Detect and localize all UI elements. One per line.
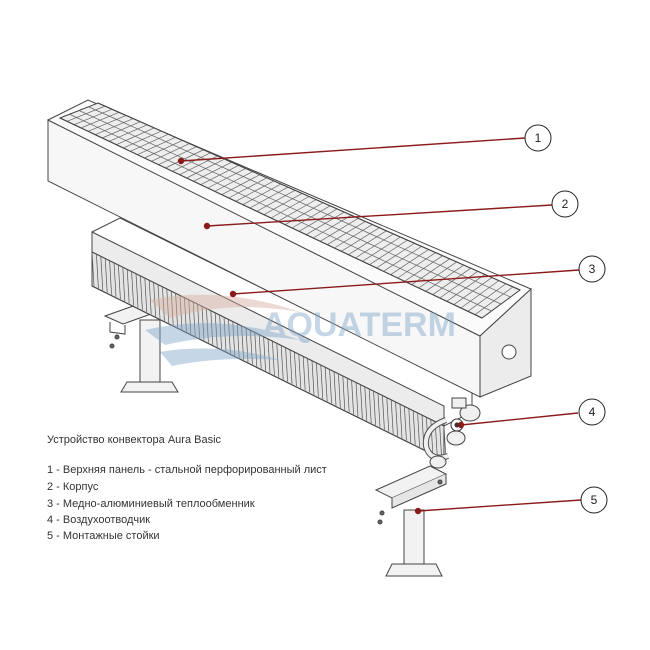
callout-4: 4 — [578, 398, 606, 426]
housing-side-opening — [501, 344, 517, 360]
callout-2: 2 — [551, 190, 579, 218]
callout-1: 1 — [524, 124, 552, 152]
callout-5-number: 5 — [591, 493, 598, 507]
grille-slots — [66, 105, 514, 315]
watermark-logo: AQUATERM — [145, 294, 456, 366]
caption-item-2: 2 - Корпус — [47, 481, 99, 493]
caption-item-5: 5 - Монтажные стойки — [47, 530, 160, 542]
callout-4-number: 4 — [589, 405, 596, 419]
top-grille — [58, 102, 521, 319]
caption-title: Устройство конвектора Aura Basic — [47, 434, 222, 446]
watermark-text: AQUATERM — [262, 306, 456, 344]
caption-item-1: 1 - Верхняя панель - стальной перфориров… — [47, 464, 327, 476]
callout-3: 3 — [578, 255, 606, 283]
right-mounting-stand — [374, 465, 448, 577]
callout-5: 5 — [580, 486, 608, 514]
caption-item-4: 4 - Воздухоотводчик — [47, 514, 151, 526]
callout-2-number: 2 — [562, 197, 569, 211]
heat-exchanger-fins — [91, 251, 447, 461]
heat-exchanger — [91, 217, 473, 461]
callout-leaders — [177, 137, 582, 515]
callout-1-number: 1 — [535, 131, 542, 145]
pipe-connections — [422, 397, 481, 469]
callout-3-number: 3 — [589, 262, 596, 276]
caption-item-3: 3 - Медно-алюминиевый теплообменник — [47, 498, 255, 510]
